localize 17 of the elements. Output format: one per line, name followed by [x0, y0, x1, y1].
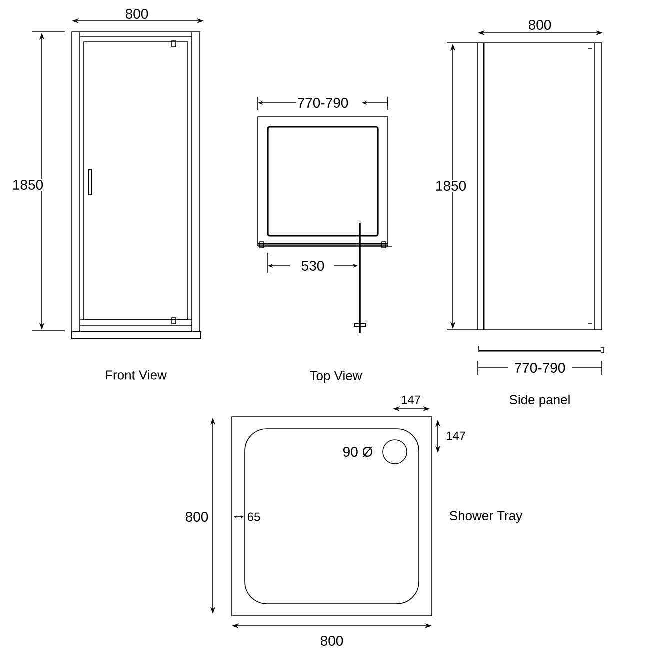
dimension-label: 1850 [434, 180, 468, 192]
view-caption: Front View [106, 370, 167, 380]
dimension-label: 1850 [11, 179, 45, 191]
dimension-label: 770-790 [513, 362, 567, 374]
dimension-label: 770-790 [296, 97, 350, 109]
view-caption: Top View [310, 370, 362, 384]
dimension-label: 530 [300, 260, 326, 272]
view-caption: Shower Tray [450, 510, 523, 524]
dimension-label: 147 [400, 394, 422, 406]
dimension-label: 800 [319, 635, 345, 647]
dimension-label: 90 Ø [342, 446, 374, 458]
dimension-label: 800 [184, 511, 210, 523]
view-caption: Side panel [510, 394, 570, 408]
dimension-label: 147 [445, 430, 468, 442]
dimension-label: 800 [124, 8, 150, 20]
dimension-label: 65 [246, 512, 262, 522]
dimension-label: 800 [527, 19, 553, 31]
